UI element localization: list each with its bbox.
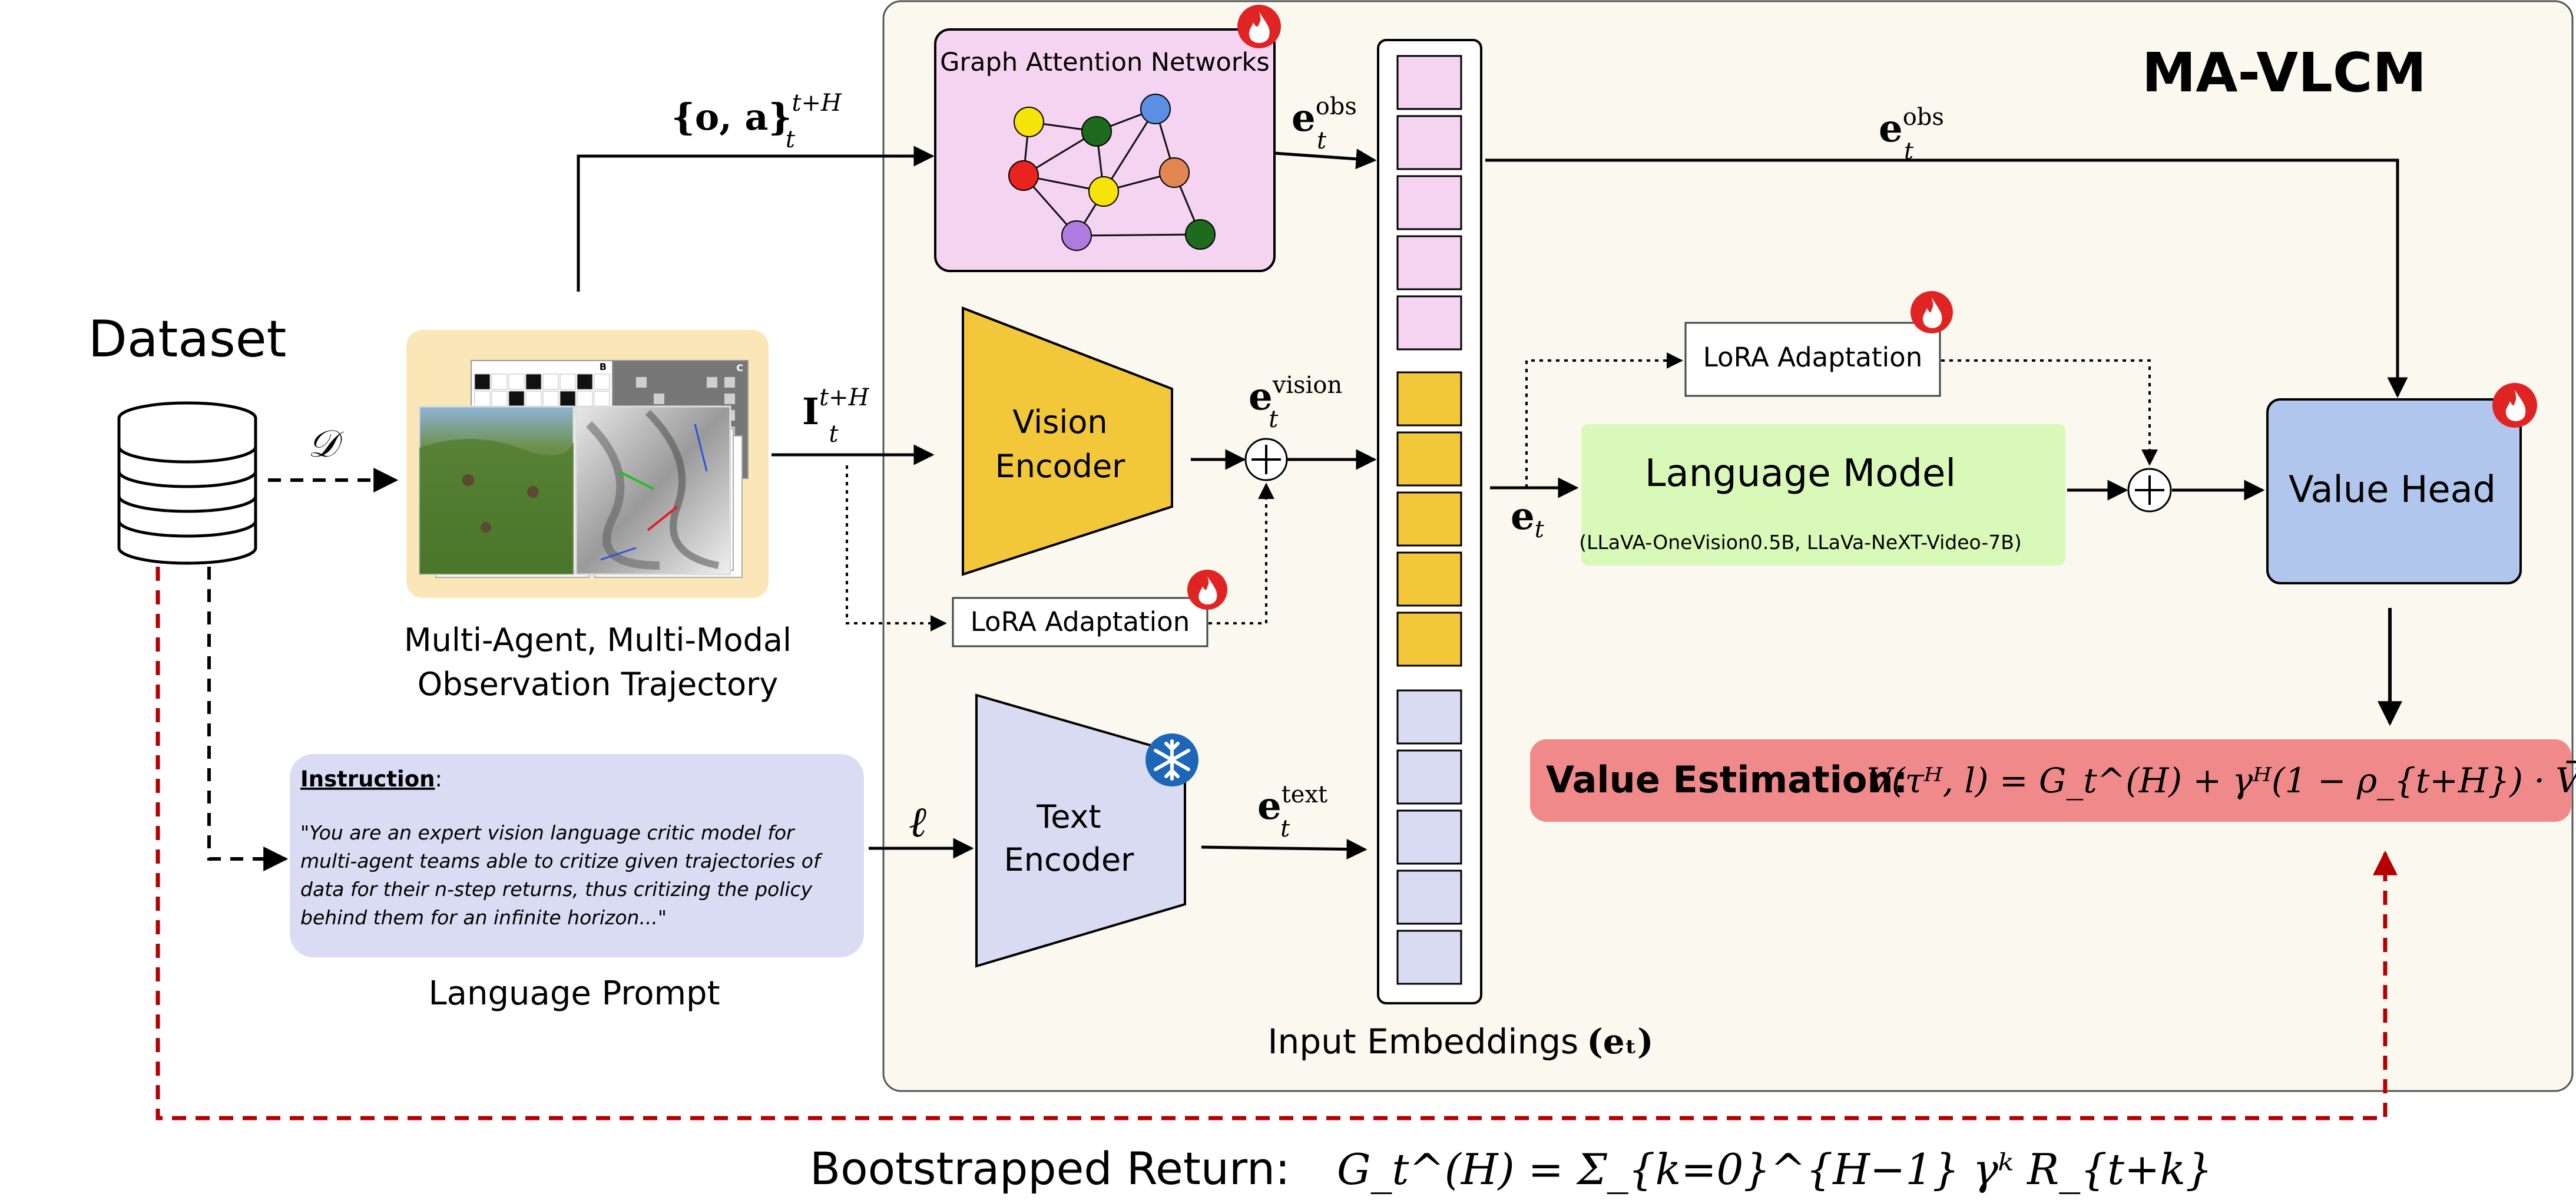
text-encoder-line1: Text xyxy=(1036,798,1101,835)
embeddings-caption: Input Embeddings(eₜ) xyxy=(1267,1022,1653,1062)
graph-node xyxy=(1061,220,1092,251)
grid-b-label: B xyxy=(600,361,607,372)
vision-encoder xyxy=(962,306,1173,576)
embedding-cell xyxy=(1396,235,1462,290)
embedding-cell xyxy=(1396,431,1462,487)
prompt-caption: Language Prompt xyxy=(428,974,720,1013)
dataset-to-prompt-arrow xyxy=(207,567,289,871)
graph-node xyxy=(1159,157,1190,188)
prompt-line-1: "You are an expert vision language criti… xyxy=(300,821,796,844)
lm-lora-to-plus-dotted-arrow xyxy=(1941,359,2158,466)
lm-lora-fire-icon xyxy=(1911,291,1953,333)
trajectory-image-stack: B C xyxy=(418,360,749,578)
graph-edge xyxy=(1102,108,1157,192)
graph-network xyxy=(1008,94,1216,251)
database-icon xyxy=(117,401,257,565)
embedding-cell xyxy=(1396,175,1462,230)
graph-node xyxy=(1014,107,1044,137)
vision-lora-box xyxy=(952,597,1208,647)
text-encoder-to-embeddings-arrow xyxy=(1201,839,1368,860)
embedding-cell xyxy=(1396,551,1462,607)
lora-to-plus-dotted-arrow xyxy=(1208,482,1274,624)
vision-lora-fire-icon xyxy=(1187,570,1227,610)
embedding-cell xyxy=(1396,55,1462,110)
vision-encoder-line2: Encoder xyxy=(995,448,1126,485)
embedding-cell xyxy=(1396,689,1462,745)
lm-lora-label: LoRA Adaptation xyxy=(1703,342,1922,373)
ell-symbol: ℓ xyxy=(909,797,926,847)
ma-vlcm-title: MA-VLCM xyxy=(2142,41,2426,104)
vision-lora-label: LoRA Adaptation xyxy=(971,606,1190,637)
trajectory-caption-line2: Observation Trajectory xyxy=(418,666,779,703)
vision-plus-icon xyxy=(1244,438,1288,481)
bootstrap-formula: G_t^(H) = Σ_{k=0}^{H−1} γᵏ R_{t+k} xyxy=(1337,1145,2213,1194)
vision-encoder-line1: Vision xyxy=(1012,404,1107,441)
grid-c-label: C xyxy=(736,362,743,373)
embedding-cell xyxy=(1396,809,1462,865)
language-model-label: Language Model xyxy=(1645,452,1956,495)
language-model-box xyxy=(1581,424,2065,566)
dataset-label: Dataset xyxy=(88,310,287,369)
value-estimation-formula: V(τᴴ, l) = G_t^(H) + γᴴ(1 − ρ_{t+H}) · V… xyxy=(1867,760,2576,801)
graph-node xyxy=(1081,116,1112,147)
embedding-cell xyxy=(1396,491,1462,547)
gat-label: Graph Attention Networks xyxy=(940,48,1270,77)
embedding-cells xyxy=(1396,55,1462,985)
value-head-fire-icon xyxy=(2492,383,2537,428)
embedding-cell xyxy=(1396,749,1462,805)
trajectory-caption-line1: Multi-Agent, Multi-Modal xyxy=(404,622,792,659)
embeddings-to-lm-lora-dotted-arrow xyxy=(1525,352,1683,488)
lm-plus-icon xyxy=(2127,468,2172,513)
prompt-line-2: multi-agent teams able to critize given … xyxy=(300,849,823,872)
prompt-heading: Instruction: xyxy=(300,766,442,792)
text-encoder xyxy=(975,693,1186,968)
embedding-cell xyxy=(1396,930,1462,985)
gat-fire-icon xyxy=(1237,5,1281,48)
graph-edge xyxy=(1076,233,1201,237)
embedding-cell xyxy=(1396,295,1462,351)
embedding-cell xyxy=(1396,115,1462,170)
bootstrap-label: Bootstrapped Return: xyxy=(810,1142,1290,1195)
prompt-line-4: behind them for an infinite horizon..." xyxy=(300,906,667,929)
prompt-box xyxy=(290,754,864,957)
graph-node xyxy=(1140,94,1171,124)
embeddings-to-value-head-arrow xyxy=(1485,158,2408,398)
dataset-symbol: 𝒟 xyxy=(307,422,344,466)
trajectory-to-lora-dotted-arrow xyxy=(846,465,947,632)
snowflake-icon xyxy=(1145,733,1198,786)
trajectory-to-gat-arrow xyxy=(577,146,935,292)
value-head-label: Value Head xyxy=(2289,468,2496,511)
gat-to-embeddings-arrow xyxy=(1274,148,1377,170)
language-model-sub: (LLaVA-OneVision0.5B, LLaVa-NeXT-Video-7… xyxy=(1579,531,2022,554)
bootstrap-red-dashed-arrow xyxy=(155,567,2398,1120)
e-t-label: et xyxy=(1511,494,1545,543)
graph-node xyxy=(1008,160,1039,191)
embedding-cell xyxy=(1396,870,1462,925)
text-encoder-line2: Encoder xyxy=(1004,841,1135,878)
prompt-line-3: data for their n-step returns, thus crit… xyxy=(300,878,813,901)
value-head-box xyxy=(2266,398,2522,584)
graph-node xyxy=(1088,176,1119,207)
embedding-cell xyxy=(1396,371,1462,427)
graph-node xyxy=(1185,219,1216,250)
lm-lora-box xyxy=(1684,322,1941,397)
value-estimation-box xyxy=(1530,739,2571,822)
embedding-cell xyxy=(1396,611,1462,667)
value-estimation-label: Value Estimation: xyxy=(1546,758,1908,801)
